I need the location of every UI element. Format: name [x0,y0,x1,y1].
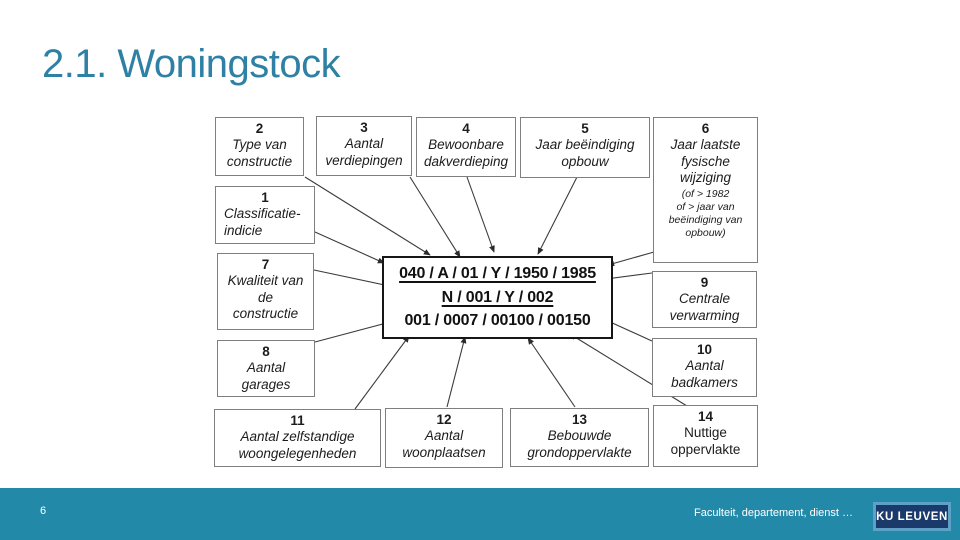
diagram-box-12: 12 Aantal woonplaatsen [385,408,503,468]
code-line-3: 001 / 0007 / 00100 / 00150 [404,312,591,330]
box-label: Aantal badkamers [671,358,738,390]
diagram-box-4: 4 Bewoonbare dakverdieping [416,117,516,177]
diagram-box-13: 13 Bebouwde grondoppervlakte [510,408,649,467]
diagram-box-10: 10 Aantal badkamers [652,338,757,397]
box-label: Bebouwde grondoppervlakte [527,428,632,460]
box-label: Bewoonbare dakverdieping [423,137,509,169]
diagram-box-14: 14 Nuttige oppervlakte [653,405,758,467]
code-line-1: 040 / A / 01 / Y / 1950 / 1985 [399,264,596,282]
page-number: 6 [40,505,47,517]
diagram-box-9: 9 Centrale verwarming [652,271,757,328]
box-note: (of > 1982 of > jaar van beëindiging van… [668,187,743,240]
box-number: 3 [360,120,368,135]
box-label: Classificatie- indicie [224,206,301,238]
box-number: 9 [700,275,709,290]
box-label: Aantal zelfstandige woongelegenheden [238,429,357,461]
box-label: Aantal garages [241,360,291,392]
diagram-box-3: 3 Aantal verdiepingen [316,116,412,176]
box-label: Kwaliteit van de constructie [227,273,304,322]
diagram-box-11: 11 Aantal zelfstandige woongelegenheden [214,409,381,467]
diagram-box-1: 1 Classificatie- indicie [215,186,315,244]
box-label: Nuttige oppervlakte [670,425,741,457]
box-number: 12 [436,412,452,427]
diagram-box-6: 6 Jaar laatste fysische wijziging (of > … [653,117,758,263]
ku-leuven-logo-text: KU LEUVEN [876,510,948,523]
box-number: 4 [462,121,470,136]
box-number: 1 [261,190,269,205]
code-line-2: N / 001 / Y / 002 [441,288,554,306]
box-number: 14 [697,409,714,424]
box-number: 6 [701,121,710,136]
code-box: 040 / A / 01 / Y / 1950 / 1985 N / 001 /… [382,256,613,339]
box-label: Centrale verwarming [669,291,740,323]
box-number: 10 [696,342,713,357]
footer-text: Faculteit, departement, dienst … [694,507,853,519]
box-label: Jaar laatste fysische wijziging [670,137,741,186]
box-number: 13 [571,412,588,427]
diagram-box-2: 2 Type van constructie [215,117,304,176]
diagram-box-5: 5 Jaar beëindiging opbouw [520,117,650,178]
box-number: 2 [255,121,264,136]
diagram-box-7: 7 Kwaliteit van de constructie [217,253,314,330]
box-label: Aantal verdiepingen [325,136,403,168]
box-label: Type van constructie [226,137,293,169]
box-number: 8 [262,344,270,359]
diagram-box-8: 8 Aantal garages [217,340,315,397]
box-label: Aantal woonplaatsen [402,428,486,460]
box-label: Jaar beëindiging opbouw [535,137,635,169]
box-number: 5 [581,121,589,136]
page-title: 2.1. Woningstock [42,42,341,86]
ku-leuven-logo: KU LEUVEN [873,502,951,531]
footer-band: 6 Faculteit, departement, dienst … KU LE… [0,488,960,540]
box-number: 11 [290,413,305,428]
box-number: 7 [261,257,270,272]
